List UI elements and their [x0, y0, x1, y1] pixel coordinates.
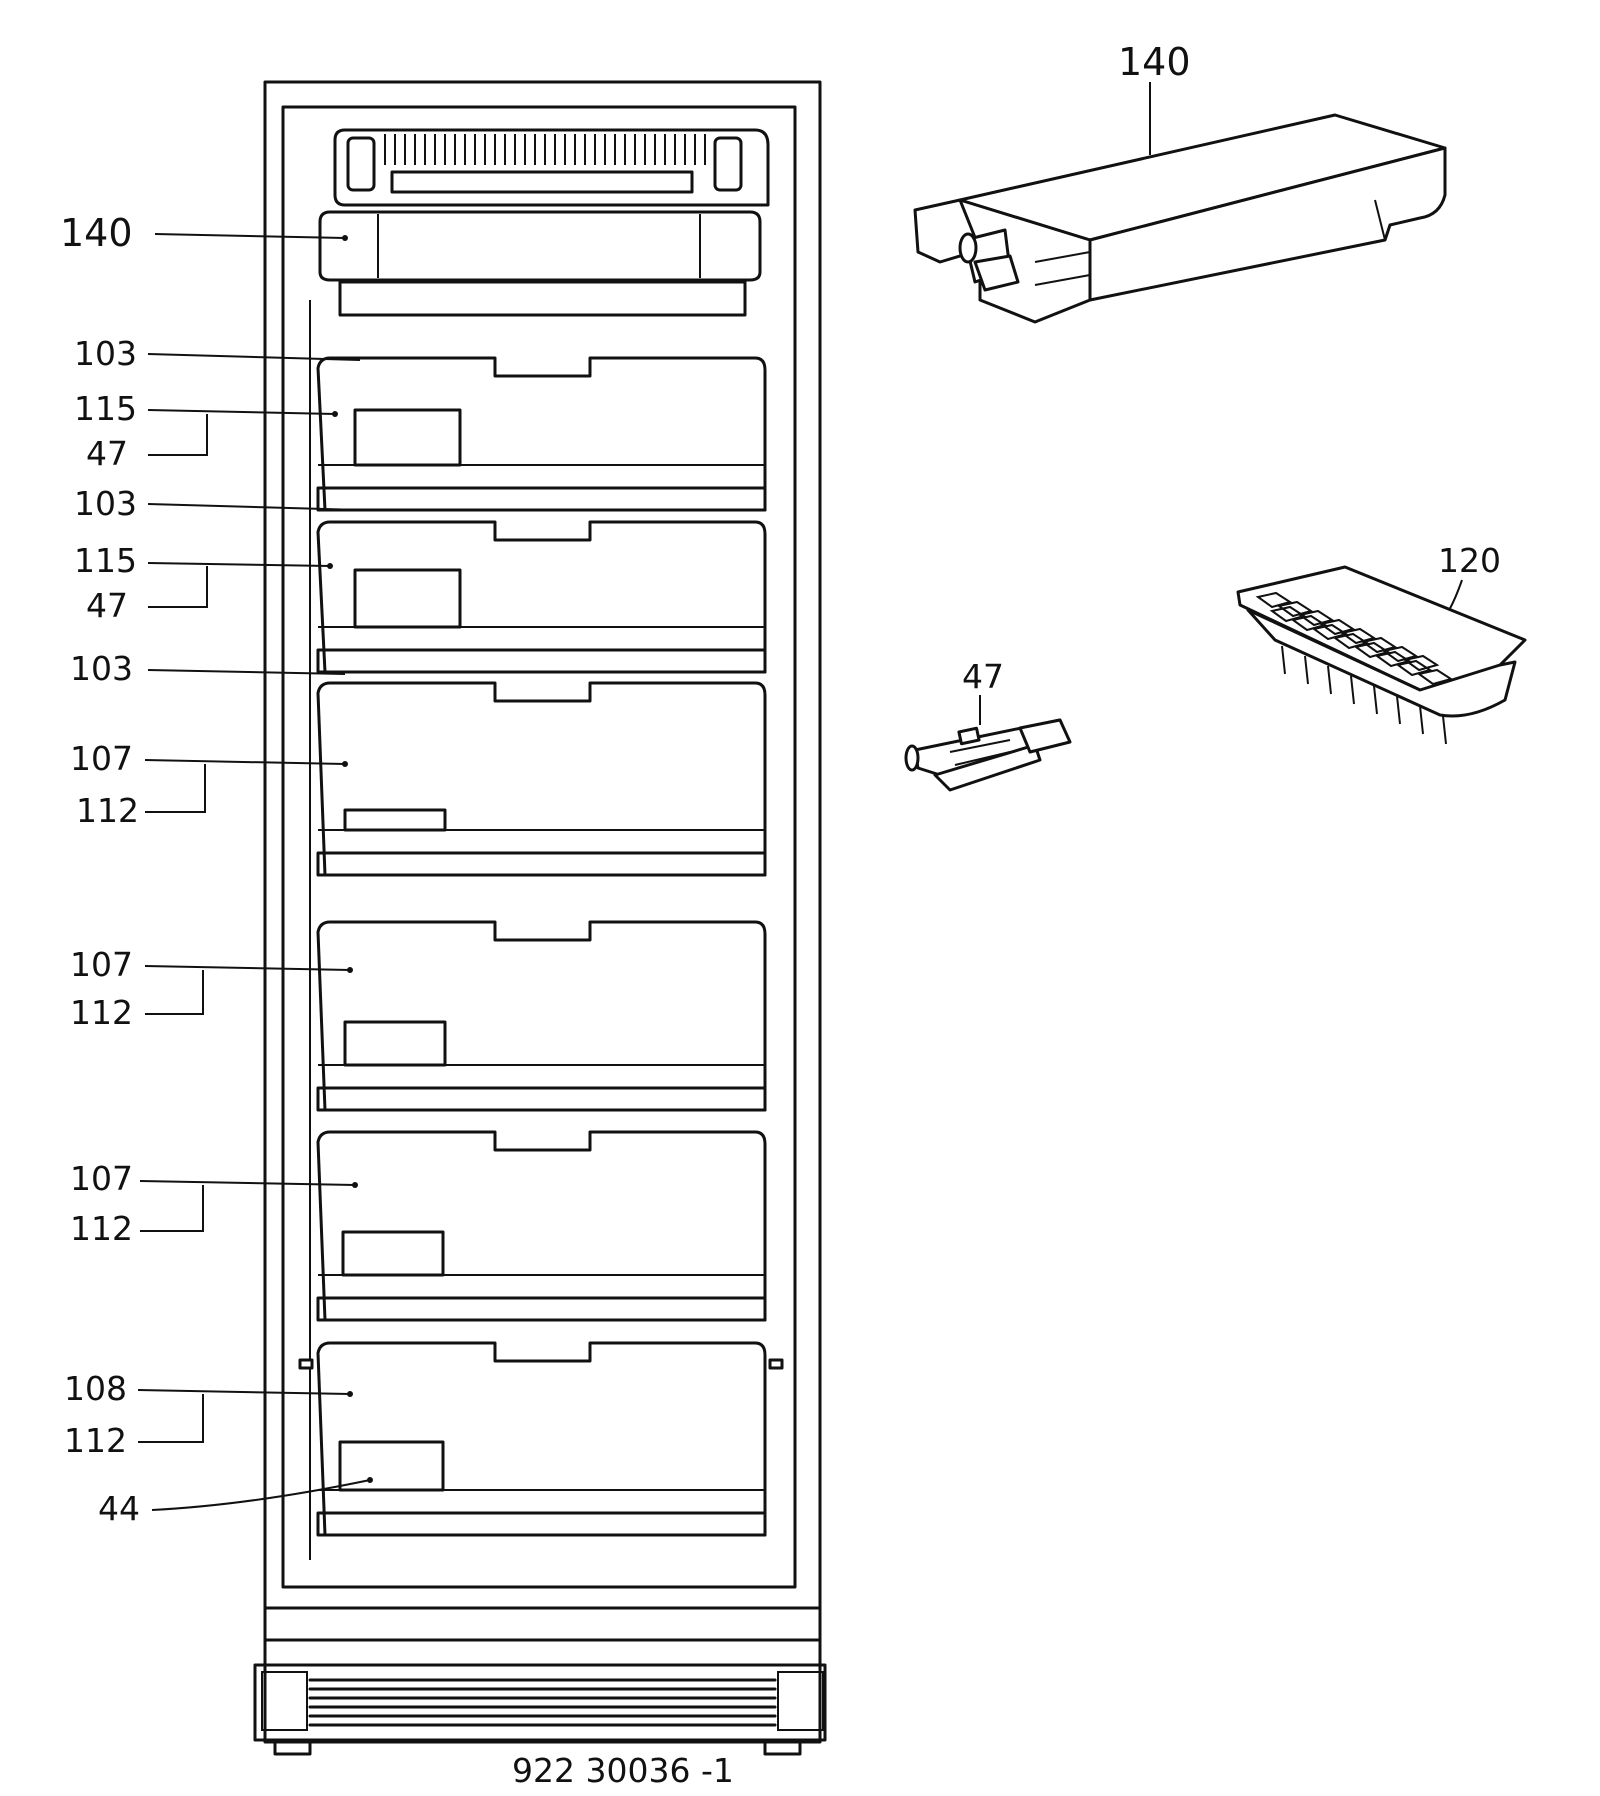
label-44: 44 — [98, 1489, 140, 1528]
drawer-peg — [298, 1358, 314, 1370]
drawer-label-window — [353, 408, 462, 467]
tray-divider — [1419, 705, 1424, 735]
drawer-label-window — [341, 1230, 445, 1277]
label-140: 140 — [60, 211, 133, 255]
label-47-a: 47 — [86, 434, 128, 473]
drawer-front — [316, 1341, 767, 1537]
tray-cell — [1255, 591, 1293, 609]
drawer — [316, 1130, 767, 1322]
drawer — [316, 1341, 767, 1537]
drawer — [316, 520, 767, 674]
label-115-b: 115 — [74, 541, 137, 580]
drawer-shelf-lip — [316, 1511, 767, 1537]
bottom-plinth — [253, 1606, 827, 1756]
tray-divider — [1373, 685, 1378, 715]
label-103-b: 103 — [74, 484, 137, 523]
tray-cell — [1318, 618, 1356, 636]
tray-divider — [1396, 695, 1401, 725]
drawer — [316, 356, 767, 512]
label-112-d: 112 — [64, 1421, 127, 1460]
clip-label: 47 — [962, 657, 1004, 696]
drawer-front — [316, 1130, 767, 1322]
label-47-b: 47 — [86, 586, 128, 625]
label-103-a: 103 — [74, 334, 137, 373]
tray-cell — [1374, 650, 1412, 668]
top-evaporator — [333, 128, 770, 207]
drawer-peg — [768, 1358, 784, 1370]
tray-cell — [1311, 623, 1349, 641]
vent-end-right — [777, 1671, 824, 1731]
tray-cell — [1276, 600, 1314, 618]
label-112-c: 112 — [70, 1209, 133, 1248]
drawer-front — [316, 356, 767, 512]
drawer-shelf-lip — [316, 648, 767, 674]
drawer-shelf-lip — [316, 1296, 767, 1322]
ice-pack-label: 140 — [1118, 40, 1191, 84]
drawer-front — [316, 520, 767, 674]
tray-cell — [1402, 654, 1440, 672]
freezer-cabinet — [253, 80, 827, 1756]
tray-cell — [1360, 636, 1398, 654]
drawer-shelf-lip — [316, 851, 767, 877]
vent-end-left — [261, 1671, 308, 1731]
tray-divider — [1281, 645, 1286, 675]
clip-detail: 47 — [904, 657, 1072, 792]
tray-cell — [1290, 614, 1328, 632]
drawer-front — [316, 681, 767, 877]
drawer-shelf-lip — [316, 1086, 767, 1112]
label-112-b: 112 — [70, 993, 133, 1032]
tray-cell — [1332, 632, 1370, 650]
tray-cell — [1381, 645, 1419, 663]
tray-cell — [1395, 659, 1433, 677]
label-107-a: 107 — [70, 739, 133, 778]
drawer-shelf-lip — [316, 486, 767, 512]
drawer-label-window — [343, 808, 447, 832]
label-107-b: 107 — [70, 945, 133, 984]
label-108: 108 — [64, 1369, 127, 1408]
drawer — [316, 920, 767, 1112]
drawer-label-window — [343, 1020, 447, 1067]
tray-divider — [1442, 715, 1447, 745]
ice-pack-detail: 140 — [913, 40, 1447, 324]
label-112-a: 112 — [76, 791, 139, 830]
tray-cell — [1269, 605, 1307, 623]
label-103-c: 103 — [70, 649, 133, 688]
tray-divider — [1304, 655, 1309, 685]
drawer — [316, 681, 767, 877]
ice-tray-label: 120 — [1438, 541, 1501, 580]
tray-divider — [1327, 665, 1332, 695]
drawing-number: 922 30036 -1 — [512, 1751, 734, 1790]
tray-cell — [1353, 641, 1391, 659]
tray-cell — [1339, 627, 1377, 645]
tray-cell — [1416, 668, 1454, 686]
ice-tray-detail: 120 — [1236, 541, 1527, 745]
drawer-stack — [298, 356, 784, 1537]
tray-cell — [1297, 609, 1335, 627]
label-107-c: 107 — [70, 1159, 133, 1198]
drawer-front — [316, 920, 767, 1112]
callout-labels: 140 103 115 47 103 115 47 103 107 112 10… — [60, 211, 373, 1528]
ice-pack-in-cabinet — [318, 210, 762, 317]
label-115-a: 115 — [74, 389, 137, 428]
tray-divider — [1350, 675, 1355, 705]
drawer-label-window — [353, 568, 462, 629]
